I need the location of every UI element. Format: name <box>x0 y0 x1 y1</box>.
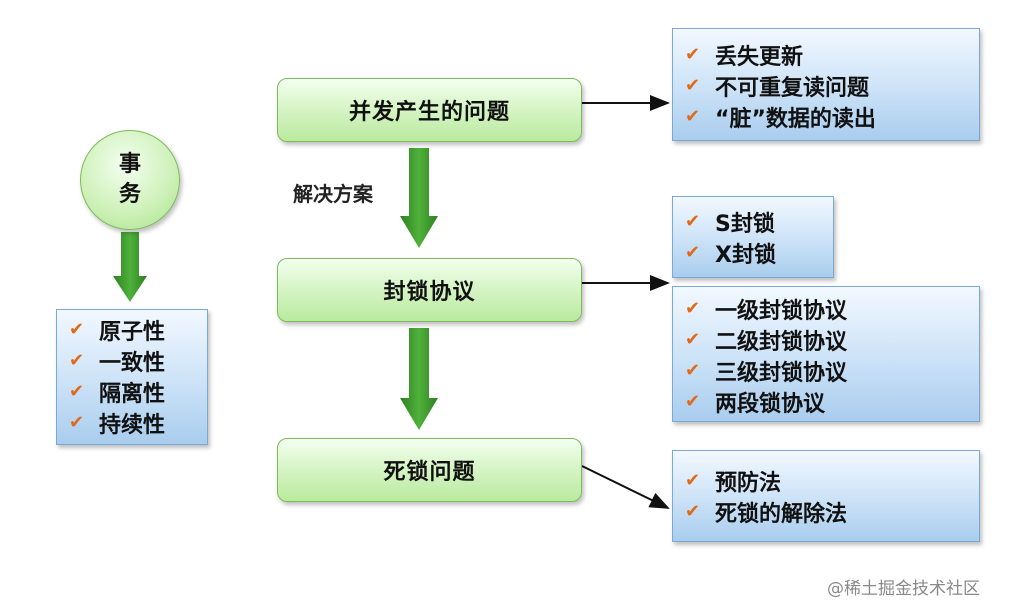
list-item: ✔隔离性 <box>69 381 166 407</box>
acid-properties-box: ✔原子性 ✔一致性 ✔隔离性 ✔持续性 <box>56 309 208 445</box>
list-item: ✔二级封锁协议 <box>685 329 848 355</box>
concurrency-problems-box: 并发产生的问题 <box>277 78 582 142</box>
list-item: ✔持续性 <box>69 412 166 438</box>
check-icon: ✔ <box>69 319 85 340</box>
list-item: ✔死锁的解除法 <box>685 501 848 527</box>
list-item: ✔预防法 <box>685 470 782 496</box>
watermark: @稀土掘金技术社区 <box>827 579 980 599</box>
check-icon: ✔ <box>685 360 701 381</box>
check-icon: ✔ <box>685 329 701 350</box>
list-item: ✔一致性 <box>69 350 166 376</box>
check-icon: ✔ <box>69 381 85 402</box>
check-icon: ✔ <box>685 470 701 491</box>
list-item: ✔一级封锁协议 <box>685 298 848 324</box>
green-arrow-solution <box>400 148 438 248</box>
check-icon: ✔ <box>685 391 701 412</box>
locking-protocol-box: 封锁协议 <box>277 258 582 322</box>
green-arrow-transaction <box>113 232 147 302</box>
list-item: ✔“脏”数据的读出 <box>685 106 876 132</box>
check-icon: ✔ <box>685 501 701 522</box>
check-icon: ✔ <box>685 211 701 232</box>
check-icon: ✔ <box>685 44 701 65</box>
deadlock-problem-box: 死锁问题 <box>277 438 582 502</box>
list-item: ✔三级封锁协议 <box>685 360 848 386</box>
transaction-circle: 事 务 <box>80 130 180 230</box>
list-item: ✔两段锁协议 <box>685 391 826 417</box>
check-icon: ✔ <box>69 412 85 433</box>
transaction-char-1: 事 <box>118 152 141 177</box>
solution-label: 解决方案 <box>293 182 373 206</box>
transaction-char-2: 务 <box>118 182 141 207</box>
list-item: ✔不可重复读问题 <box>685 75 870 101</box>
check-icon: ✔ <box>685 75 701 96</box>
check-icon: ✔ <box>685 242 701 263</box>
green-arrow-lock-to-deadlock <box>400 328 438 430</box>
problems-box: ✔丢失更新 ✔不可重复读问题 ✔“脏”数据的读出 <box>672 28 980 141</box>
list-item: ✔X封锁 <box>685 242 776 268</box>
arrow-deadlock <box>581 465 670 509</box>
list-item: ✔原子性 <box>69 319 166 345</box>
list-item: ✔丢失更新 <box>685 44 804 70</box>
protocols-box: ✔一级封锁协议 ✔二级封锁协议 ✔三级封锁协议 ✔两段锁协议 <box>672 286 980 422</box>
list-item: ✔S封锁 <box>685 211 775 237</box>
lock-types-box: ✔S封锁 ✔X封锁 <box>672 196 834 278</box>
check-icon: ✔ <box>69 350 85 371</box>
deadlock-methods-box: ✔预防法 ✔死锁的解除法 <box>672 450 980 542</box>
check-icon: ✔ <box>685 106 701 127</box>
check-icon: ✔ <box>685 298 701 319</box>
